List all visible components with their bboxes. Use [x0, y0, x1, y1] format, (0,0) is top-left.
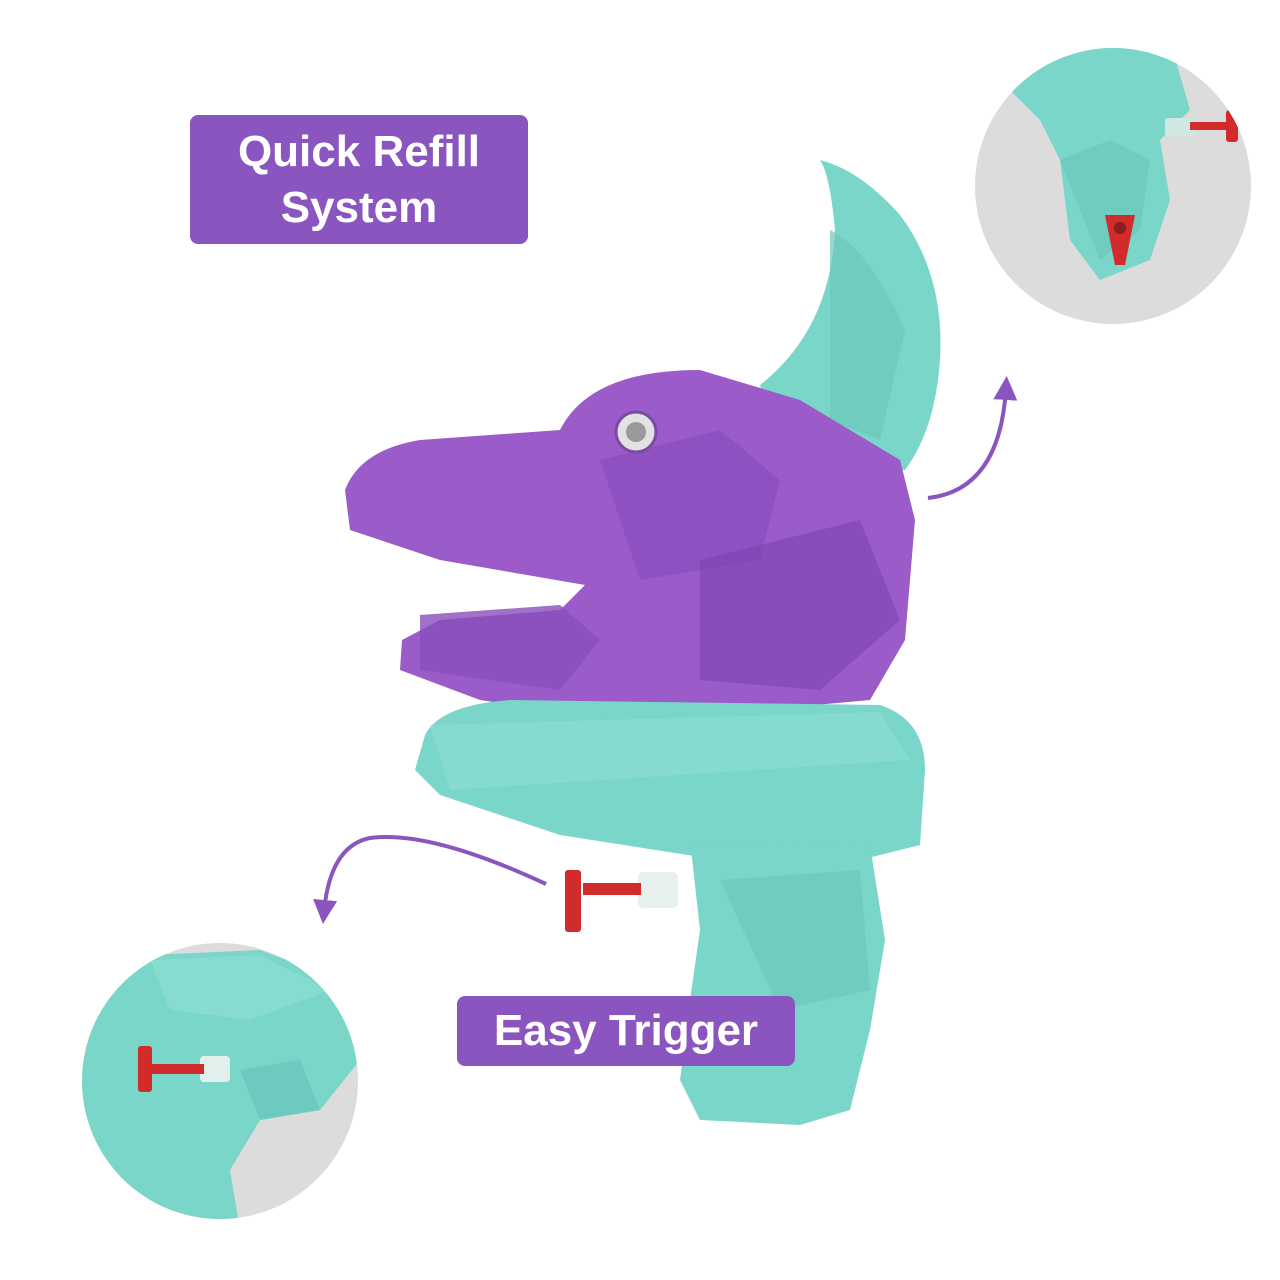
quick-refill-line1: Quick Refill	[237, 126, 481, 176]
quick-refill-label: Quick Refill System	[190, 115, 528, 244]
refill-detail-zoom	[975, 48, 1251, 324]
quick-refill-line2: System	[280, 182, 438, 232]
curved-arrow-up-icon	[927, 376, 1018, 500]
dino-water-gun	[345, 160, 941, 1125]
trigger-detail-zoom	[82, 943, 358, 1219]
curved-arrow-down-left-icon	[313, 834, 547, 924]
easy-trigger-text: Easy Trigger	[493, 1006, 759, 1055]
easy-trigger-label: Easy Trigger	[457, 996, 795, 1066]
